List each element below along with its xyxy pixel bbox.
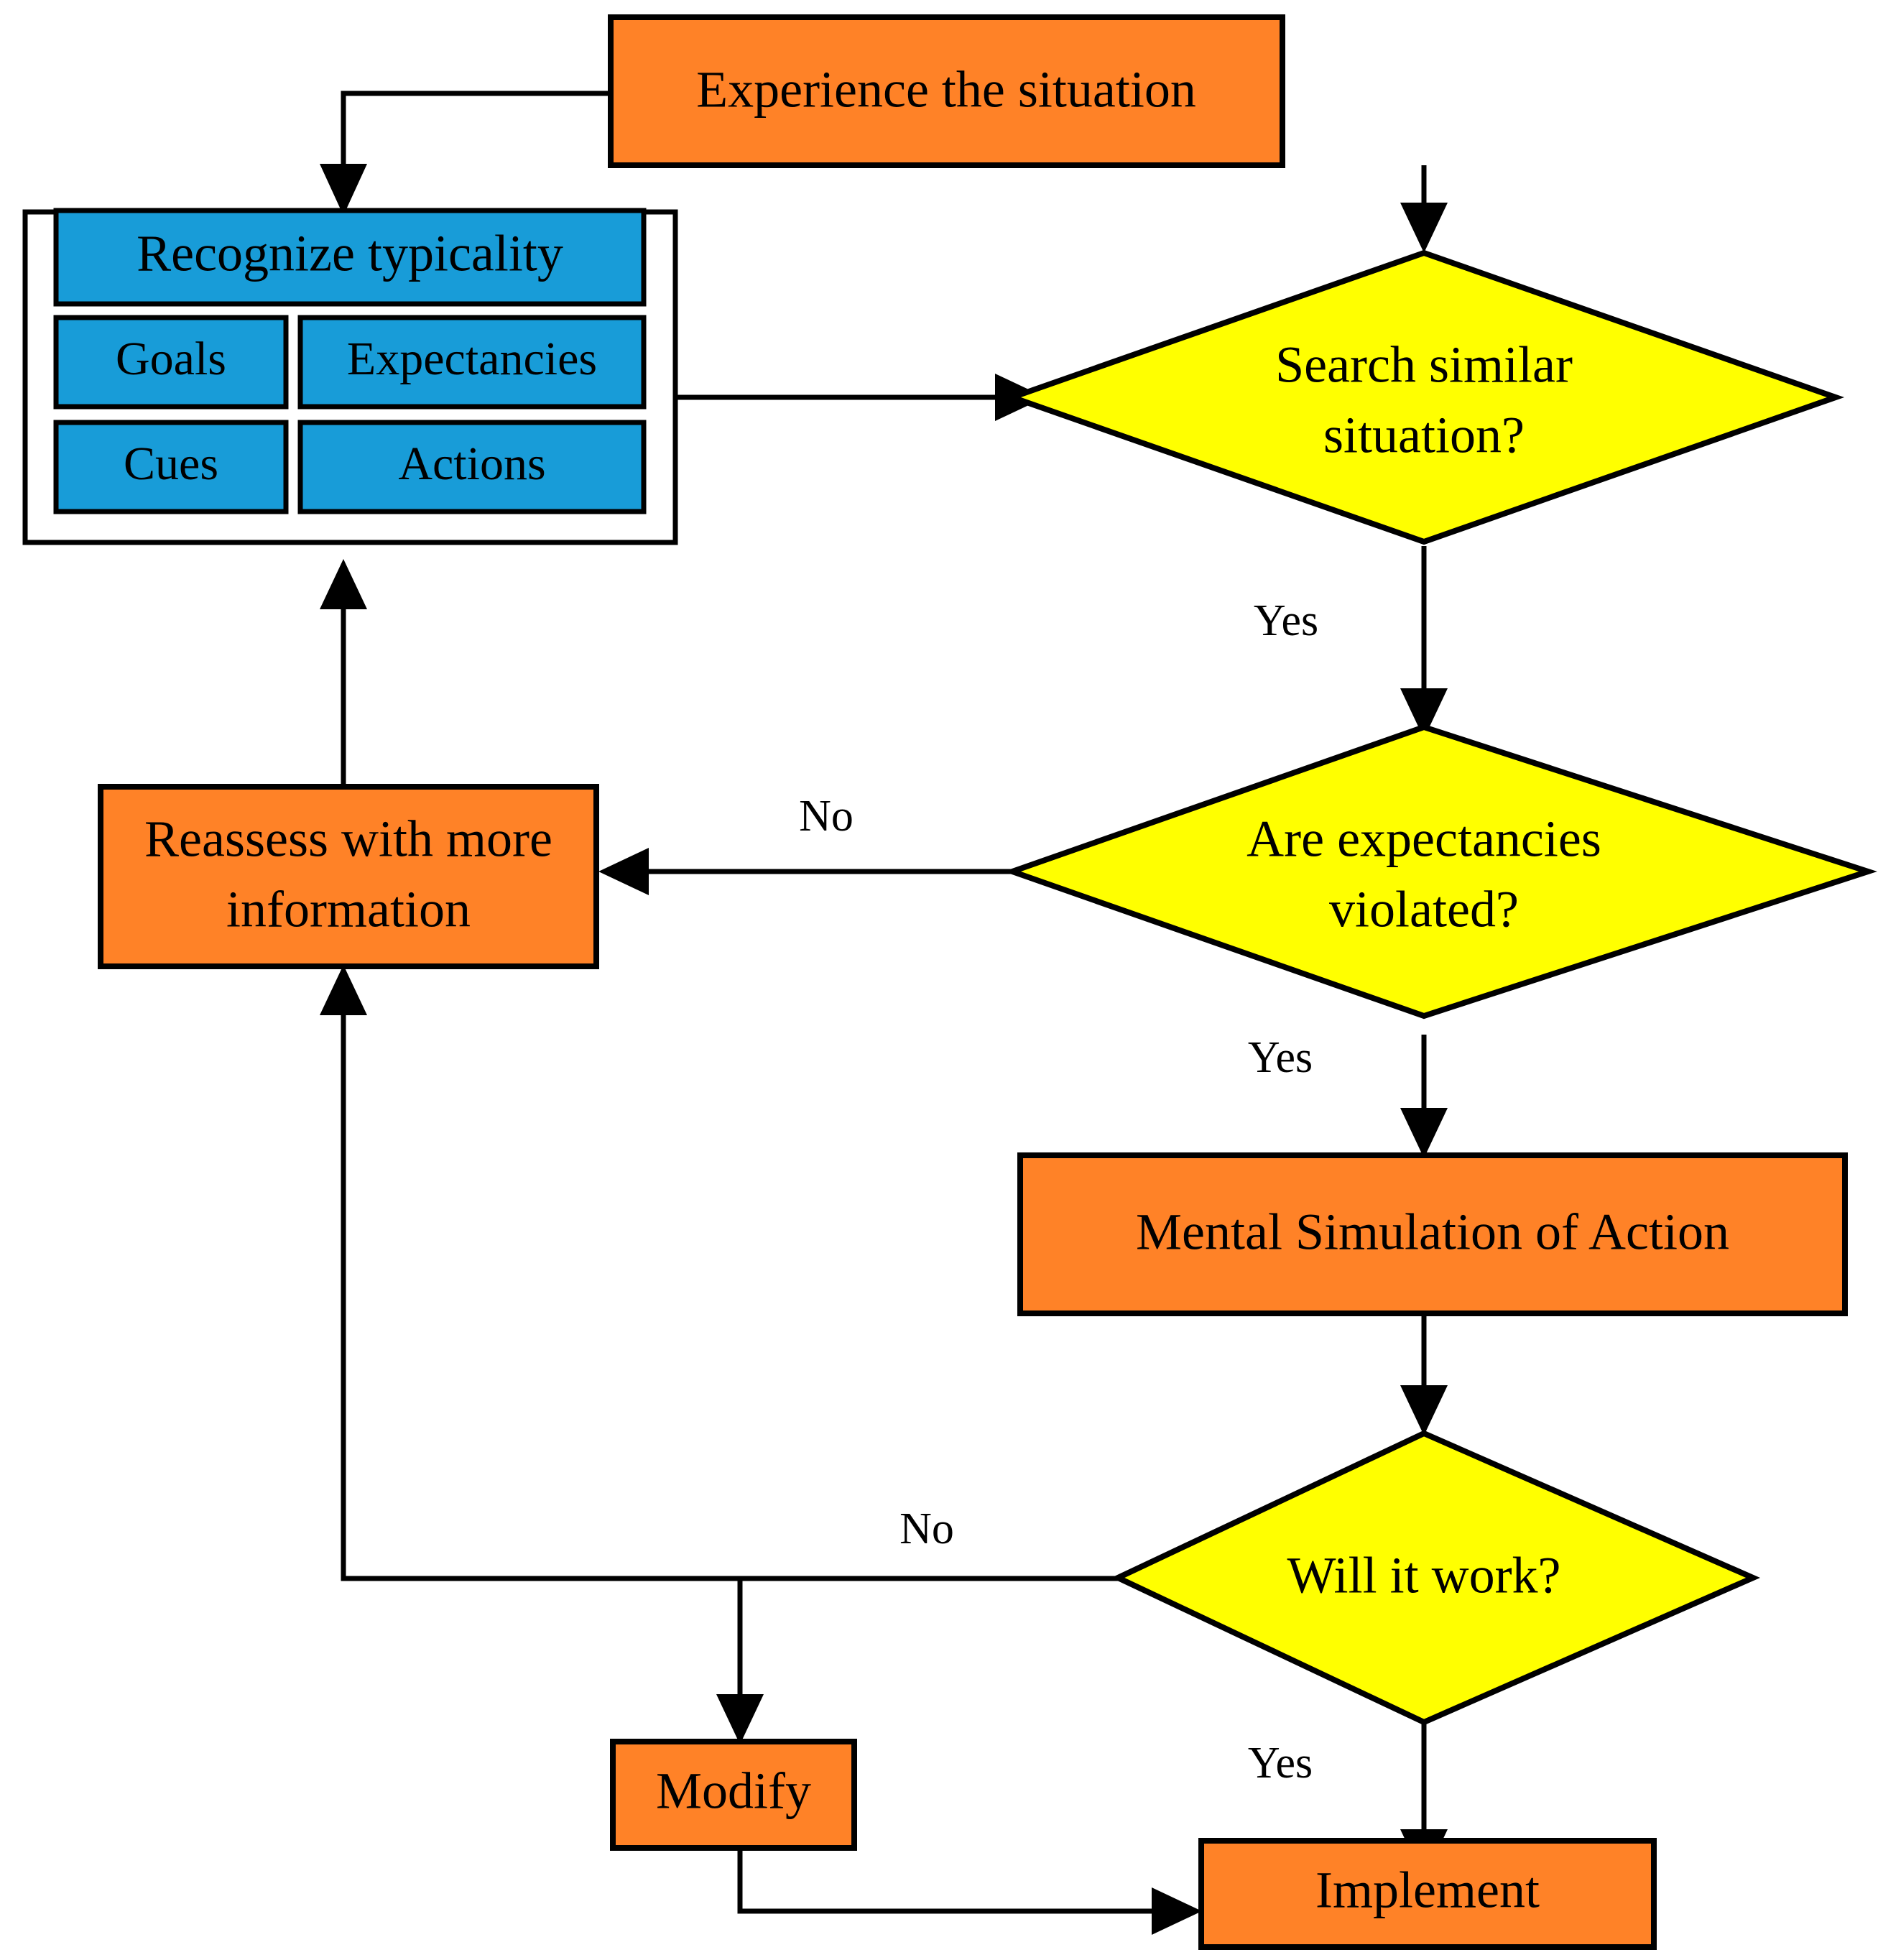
- node-actions-label: Actions: [398, 438, 545, 490]
- edge-reassess-to-cluster: [320, 559, 367, 787]
- edge-label-violated-yes: Yes: [1248, 1033, 1313, 1082]
- node-experience-the-situation[interactable]: Experience the situation: [608, 14, 1285, 168]
- node-mental-simulation-of-action[interactable]: Mental Simulation of Action: [1017, 1152, 1848, 1316]
- edge-experience-to-recognize: [320, 91, 611, 216]
- node-goals[interactable]: Goals: [53, 315, 289, 410]
- node-simulation-label: Mental Simulation of Action: [1136, 1203, 1729, 1261]
- edge-cluster-to-search: [675, 374, 1045, 421]
- edge-simulation-to-work: [1400, 1310, 1448, 1436]
- node-expectancies-label: Expectancies: [347, 333, 597, 385]
- node-cues[interactable]: Cues: [53, 420, 289, 514]
- node-recognize-label: Recognize typicality: [137, 225, 563, 282]
- node-modify-label: Modify: [656, 1762, 811, 1820]
- node-expectancies[interactable]: Expectancies: [297, 315, 647, 410]
- node-reassess-label-line1: Reassess with more: [144, 810, 552, 868]
- edge-label-search-yes: Yes: [1254, 596, 1318, 645]
- node-search-similar-situation[interactable]: Search similar situation?: [1003, 249, 1845, 545]
- node-violated-label-line1: Are expectancies: [1246, 810, 1601, 868]
- node-experience-label: Experience the situation: [696, 61, 1196, 119]
- edge-experience-to-search: [1400, 165, 1448, 253]
- node-violated-label-line2: violated?: [1329, 881, 1519, 938]
- node-are-expectancies-violated[interactable]: Are expectancies violated?: [1003, 724, 1877, 1020]
- node-actions[interactable]: Actions: [297, 420, 647, 514]
- node-cues-label: Cues: [124, 438, 218, 490]
- node-search-label-line2: situation?: [1323, 407, 1525, 464]
- node-goals-label: Goals: [116, 333, 226, 385]
- edge-label-work-no: No: [899, 1504, 954, 1553]
- node-work-label: Will it work?: [1287, 1547, 1560, 1604]
- edge-modify-to-implement: [737, 1846, 1202, 1935]
- node-reassess-with-more-information[interactable]: Reassess with more information: [98, 784, 599, 969]
- edge-label-work-yes: Yes: [1248, 1739, 1313, 1788]
- node-implement-label: Implement: [1315, 1862, 1540, 1919]
- node-implement[interactable]: Implement: [1198, 1838, 1657, 1950]
- edge-violated-no-to-reassess: [598, 848, 1014, 895]
- edge-work-no-to-modify: [716, 1578, 764, 1744]
- node-modify[interactable]: Modify: [610, 1739, 857, 1851]
- edge-work-no-to-reassess: [320, 965, 1119, 1581]
- node-will-it-work[interactable]: Will it work?: [1111, 1430, 1760, 1726]
- edge-search-to-violated: [1400, 546, 1448, 739]
- node-recognize-typicality[interactable]: Recognize typicality: [53, 208, 647, 307]
- edge-violated-yes-to-simulation: [1400, 1035, 1448, 1158]
- edge-label-violated-no: No: [799, 792, 854, 841]
- node-reassess-label-line2: information: [226, 881, 471, 938]
- node-search-label-line1: Search similar: [1275, 336, 1573, 394]
